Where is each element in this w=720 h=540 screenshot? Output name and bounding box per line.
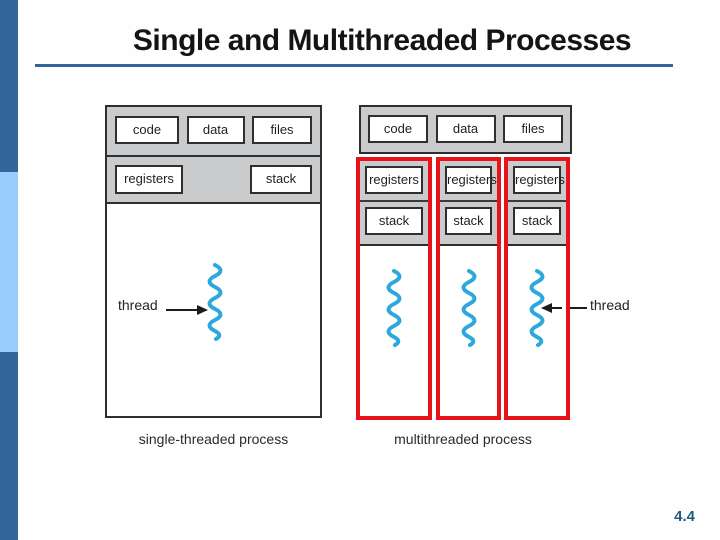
stack-box: stack [250,165,312,194]
sidebar-bar-top [0,0,18,172]
registers-box: registers [445,166,497,194]
thread-label: thread [590,297,630,313]
slide-title: Single and Multithreaded Processes [132,24,632,57]
title-underline [35,64,673,67]
stack-box: stack [513,207,561,235]
thread-squiggle-icon [529,269,545,347]
registers-box: registers [115,165,183,194]
files-box: files [252,116,312,144]
left-arrow-line [570,307,587,309]
code-box: code [115,116,179,144]
divider [508,200,566,202]
data-box: data [435,115,496,143]
code-box: code [368,115,428,143]
left-arrowhead-icon [541,303,562,313]
thread-column-3: registers stack [504,157,570,420]
registers-box: registers [365,166,423,194]
divider [440,200,497,202]
files-box: files [503,115,563,143]
single-process-caption: single-threaded process [138,431,289,447]
thread-context-band: registers stack [508,161,566,246]
thread-squiggle-icon [207,263,223,341]
sidebar-bar-middle [0,172,18,352]
sidebar-bar-bottom [0,352,18,540]
single-context-band: registers stack [107,157,320,204]
stack-box: stack [365,207,423,235]
single-threaded-process-box: code data files registers stack thread [105,105,322,418]
multi-process-caption: multithreaded process [394,431,532,447]
multi-memory-band: code data files [359,105,572,154]
data-box: data [186,116,245,144]
thread-column-1: registers stack [356,157,432,420]
right-arrow-icon [166,305,208,315]
divider [360,200,428,202]
thread-context-band: registers stack [360,161,428,246]
thread-column-2: registers stack [436,157,501,420]
page-number: 4.4 [674,508,695,525]
stack-box: stack [445,207,492,235]
thread-squiggle-icon [386,269,402,347]
single-memory-band: code data files [107,107,320,157]
thread-context-band: registers stack [440,161,497,246]
thread-label: thread [118,297,158,313]
registers-box: registers [513,166,565,194]
thread-squiggle-icon [461,269,476,347]
